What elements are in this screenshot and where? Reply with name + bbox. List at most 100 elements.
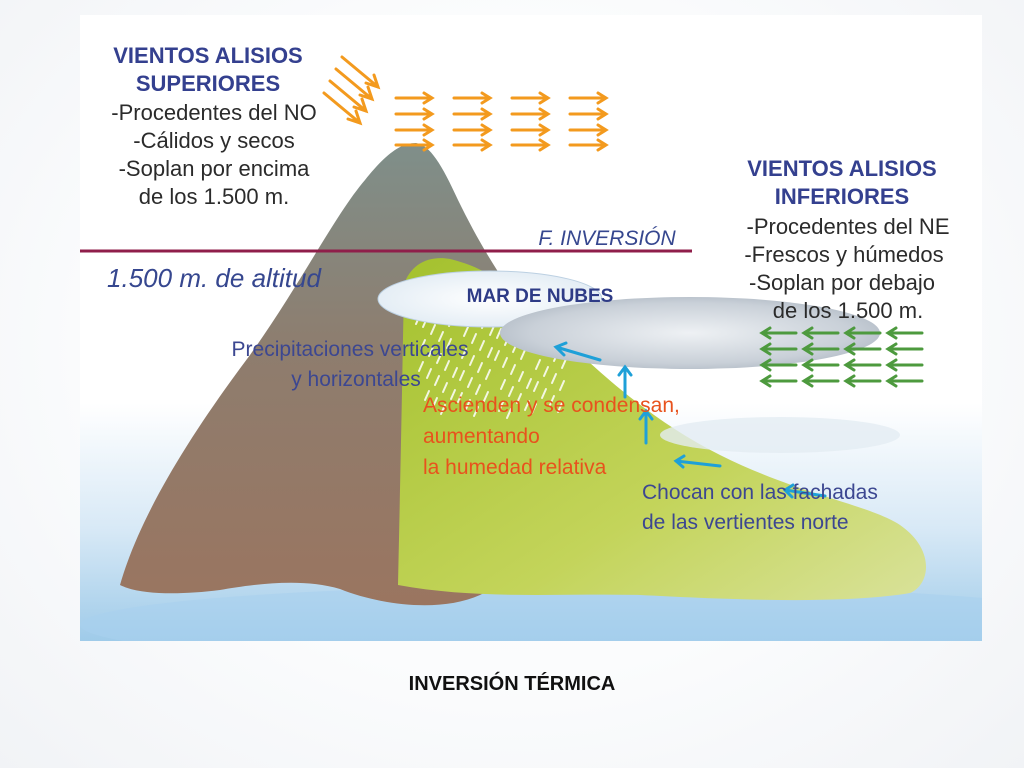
rain-streak bbox=[506, 408, 512, 419]
moisture-arrow-2 bbox=[617, 364, 633, 399]
lower-wind-arrow bbox=[759, 374, 798, 388]
upper-wind-arrow bbox=[394, 107, 435, 121]
upper-wind-arrow bbox=[394, 138, 435, 152]
lower-wind-arrow bbox=[801, 358, 840, 372]
cloud-sea-label: MAR DE NUBES bbox=[467, 286, 614, 307]
rain-streak bbox=[561, 358, 567, 369]
rain-streak bbox=[559, 380, 565, 391]
upper-wind-arrow bbox=[568, 138, 609, 152]
rain-streak bbox=[533, 381, 539, 392]
cloud-dark bbox=[500, 297, 880, 369]
lower-wind-arrow bbox=[801, 374, 840, 388]
lower-winds-line-3: -Soplan por debajo bbox=[749, 270, 935, 295]
moisture-arrow-4 bbox=[673, 454, 722, 469]
rain-streak bbox=[463, 326, 469, 337]
rain-streak bbox=[446, 338, 452, 349]
rain-streak bbox=[543, 366, 549, 377]
upper-winds-line-3: -Soplan por encima bbox=[119, 156, 311, 181]
upper-winds-line-4: de los 1.500 m. bbox=[139, 184, 289, 209]
lower-wind-arrows bbox=[759, 326, 924, 388]
rain-streak bbox=[438, 331, 444, 342]
lower-wind-arrow bbox=[843, 326, 882, 340]
lower-wind-arrow bbox=[843, 342, 882, 356]
upper-winds-line-1: -Procedentes del NO bbox=[111, 100, 316, 125]
upper-winds-title-1: VIENTOS ALISIOS bbox=[113, 43, 302, 68]
upper-wind-arrow bbox=[452, 138, 493, 152]
lower-wind-arrow bbox=[843, 358, 882, 372]
rain-streak bbox=[549, 395, 555, 406]
lower-winds-title-1: VIENTOS ALISIOS bbox=[747, 156, 936, 181]
rain-streak bbox=[457, 392, 463, 403]
rain-streak bbox=[459, 370, 465, 381]
rain-streak bbox=[469, 355, 475, 366]
lower-winds-line-4: de los 1.500 m. bbox=[773, 298, 923, 323]
inversion-label: F. INVERSIÓN bbox=[538, 227, 676, 250]
collide-label-1: Chocan con las fachadas bbox=[642, 481, 878, 504]
rain-streak bbox=[489, 325, 495, 336]
rain-streak bbox=[496, 328, 502, 339]
lower-winds-line-1: -Procedentes del NE bbox=[747, 214, 950, 239]
cloud-wisp bbox=[660, 417, 900, 453]
rain-streak bbox=[520, 349, 526, 360]
moisture-arrow-5 bbox=[782, 483, 827, 499]
rain-streak bbox=[432, 397, 438, 408]
lower-wind-arrow bbox=[759, 358, 798, 372]
diagram-canvas: VIENTOS ALISIOS SUPERIORES -Procedentes … bbox=[80, 15, 982, 641]
lower-wind-arrow bbox=[759, 342, 798, 356]
lower-wind-arrow bbox=[885, 326, 924, 340]
rain-streak bbox=[516, 393, 522, 404]
lower-winds-title-2: INFERIORES bbox=[775, 184, 909, 209]
lower-wind-arrow bbox=[885, 342, 924, 356]
rain-streak bbox=[524, 400, 530, 411]
upper-diagonal-arrows bbox=[322, 55, 381, 126]
rain-streak bbox=[424, 390, 430, 401]
rain-streak bbox=[434, 375, 440, 386]
rain-streak bbox=[450, 389, 456, 400]
upper-wind-arrow bbox=[394, 91, 435, 105]
rain-streak bbox=[531, 403, 537, 414]
rain-streak bbox=[479, 340, 485, 351]
rain-streak bbox=[420, 339, 426, 350]
rain-streak bbox=[487, 347, 493, 358]
rain-streak bbox=[494, 350, 500, 361]
rain-streak bbox=[483, 391, 489, 402]
upper-wind-arrow bbox=[568, 91, 609, 105]
lower-winds-line-2: -Frescos y húmedos bbox=[744, 242, 943, 267]
upper-wind-arrow bbox=[568, 107, 609, 121]
rain-streak bbox=[467, 377, 473, 388]
upper-wind-arrow bbox=[452, 91, 493, 105]
rain-streak bbox=[541, 388, 547, 399]
upper-wind-arrow bbox=[568, 123, 609, 137]
upper-horizontal-arrows bbox=[394, 91, 609, 152]
lower-wind-arrow bbox=[885, 358, 924, 372]
rain-streak bbox=[508, 386, 514, 397]
rain-streak bbox=[485, 369, 491, 380]
rain-streak bbox=[471, 333, 477, 344]
collide-label-2: de las vertientes norte bbox=[642, 511, 849, 534]
lower-wind-arrow bbox=[801, 342, 840, 356]
rain-streak bbox=[510, 364, 516, 375]
upper-wind-arrow bbox=[510, 91, 551, 105]
upper-wind-arrow bbox=[394, 123, 435, 137]
upper-winds-line-2: -Cálidos y secos bbox=[133, 128, 294, 153]
lower-wind-arrow bbox=[759, 326, 798, 340]
moisture-arrow-1 bbox=[553, 341, 602, 362]
moisture-arrows bbox=[553, 341, 827, 499]
rain-streak bbox=[444, 360, 450, 371]
upper-wind-arrow bbox=[510, 138, 551, 152]
rain-streak bbox=[526, 378, 532, 389]
lower-wind-arrow bbox=[801, 326, 840, 340]
rain-streak bbox=[477, 362, 483, 373]
lower-wind-arrow bbox=[885, 374, 924, 388]
rain-streak bbox=[502, 357, 508, 368]
slide-caption: INVERSIÓN TÉRMICA bbox=[408, 673, 616, 695]
moisture-arrow-3 bbox=[638, 408, 654, 445]
rain-streak bbox=[430, 324, 436, 335]
rain-streak bbox=[551, 373, 557, 384]
rain-streak bbox=[442, 382, 448, 393]
rain-streak bbox=[473, 406, 479, 417]
ascend-label-2: aumentando bbox=[423, 425, 540, 448]
rain-streak bbox=[498, 401, 504, 412]
rain-streak bbox=[428, 346, 434, 357]
